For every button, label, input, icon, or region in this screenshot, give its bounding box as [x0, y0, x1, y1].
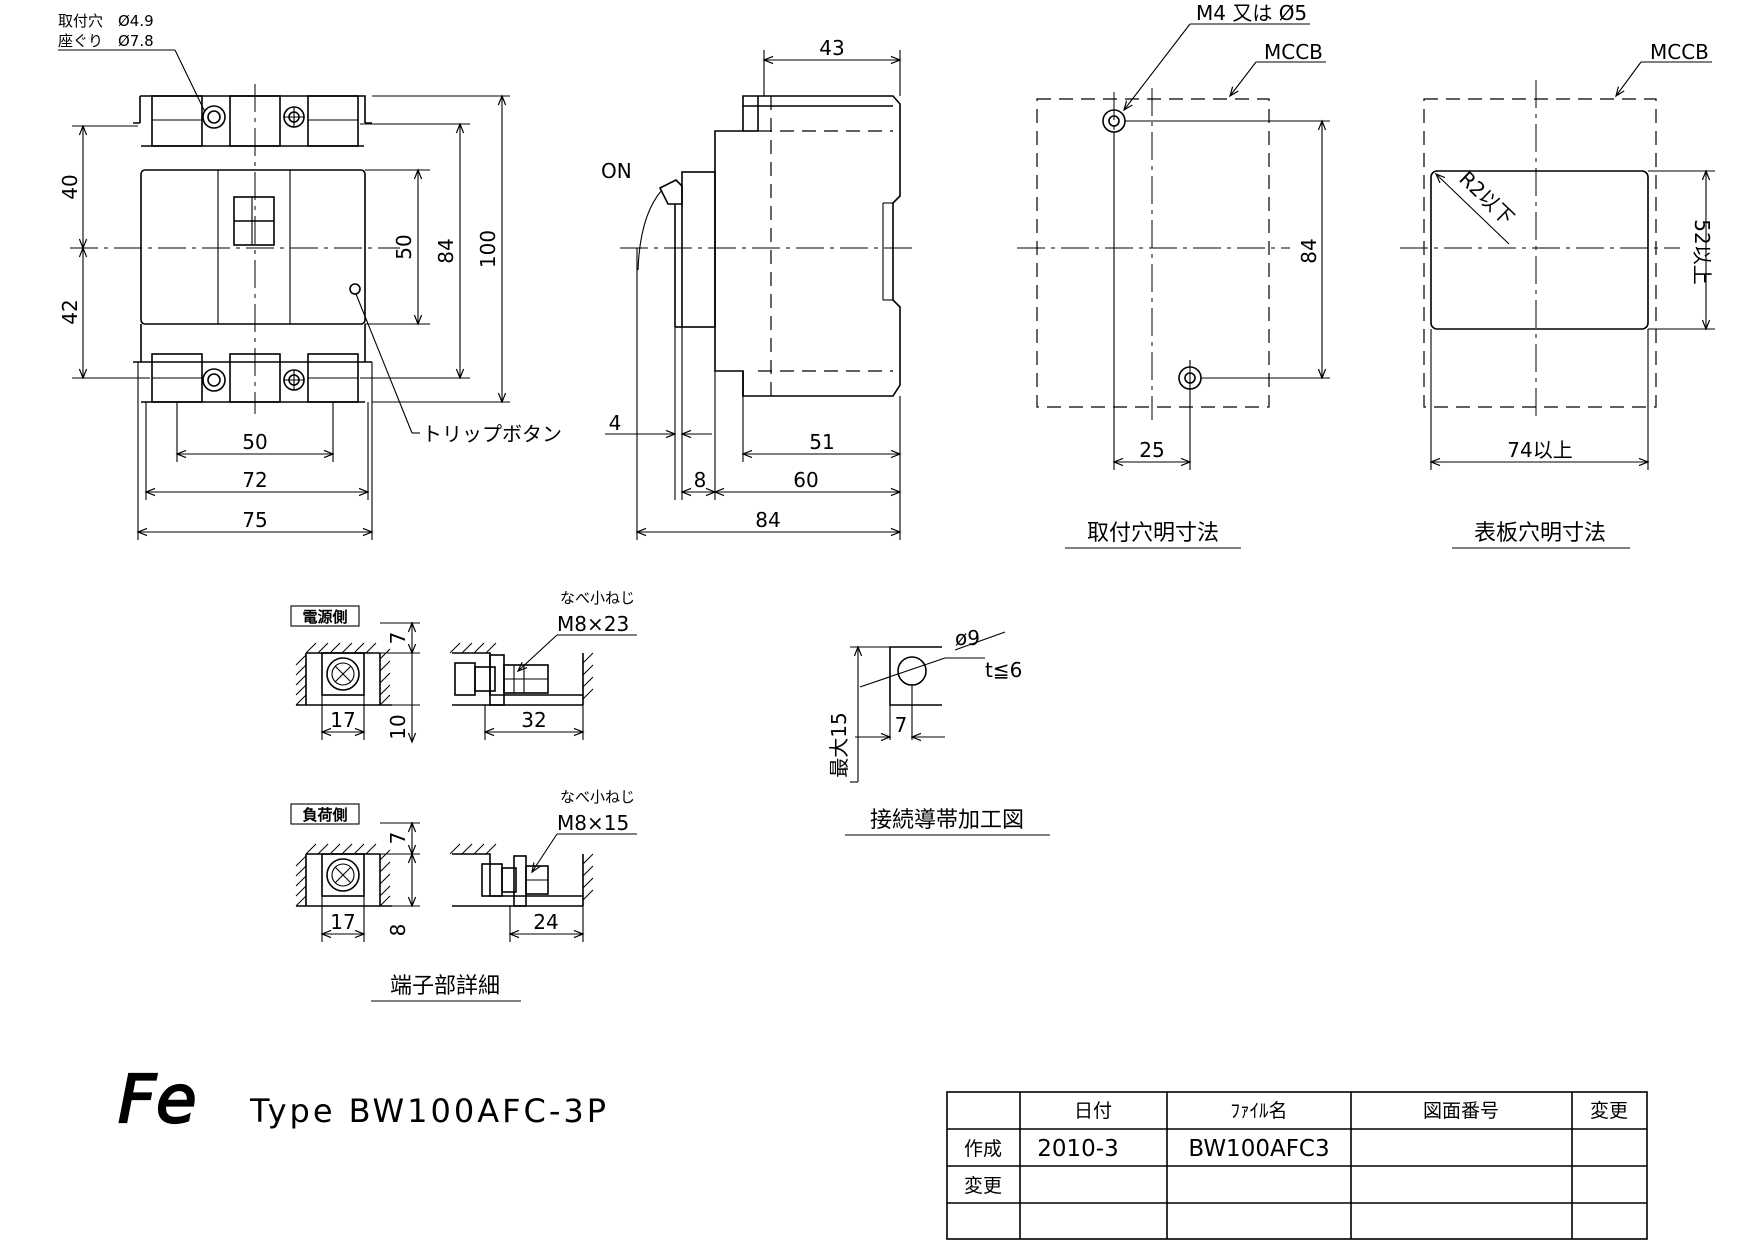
load-dim-24: 24: [533, 910, 558, 934]
dim-60: 60: [793, 468, 818, 492]
screw-note: M4 又は Ø5: [1196, 1, 1307, 25]
terminal-caption: 端子部詳細: [390, 974, 500, 999]
busbar-dim-7: 7: [895, 713, 908, 737]
supply-dim-32: 32: [521, 708, 546, 732]
dim-75: 75: [242, 508, 267, 532]
supply-dim-10: 10: [386, 714, 410, 739]
dim-8: 8: [694, 468, 707, 492]
load-dim-7: 7: [386, 832, 410, 845]
dim-100: 100: [476, 230, 500, 268]
file-name: BW100AFC3: [1188, 1136, 1329, 1162]
mounting-hole-view: M4 又は Ø5 MCCB 84 25 取付穴明寸法: [1017, 1, 1330, 549]
mounting-hole-caption: 取付穴明寸法: [1087, 521, 1219, 546]
dim-84-vertical: 84: [434, 238, 458, 263]
dim-50-horizontal: 50: [242, 430, 267, 454]
side-view: ON 43 4 51 8 60: [601, 36, 912, 540]
supply-dim-17: 17: [330, 708, 355, 732]
dim-40: 40: [58, 174, 82, 199]
logo-text: Fe: [118, 1061, 197, 1138]
busbar-phi-9: ø9: [955, 626, 980, 650]
busbar-thickness: t≦6: [985, 658, 1022, 682]
dim-4: 4: [609, 411, 622, 435]
supply-side-label: 電源側: [302, 608, 347, 626]
dim-50-vertical: 50: [392, 234, 416, 259]
trip-button-label: トリップボタン: [422, 422, 562, 446]
dim-43: 43: [819, 36, 844, 60]
drawing-title: Type BW100AFC-3P: [249, 1092, 609, 1130]
screw-type-supply: なべ小ねじ: [560, 589, 635, 607]
load-dim-8: 8: [386, 924, 410, 937]
mccb-label-panel: MCCB: [1650, 40, 1709, 64]
row-changed: 変更: [964, 1175, 1002, 1197]
counterbore-note: 座ぐり Ø7.8: [58, 32, 154, 50]
terminal-detail-load: 負荷側 7 8 17 なべ小ねじ M8×15 24: [290, 788, 637, 1002]
busbar-max-15: 最大15: [827, 712, 851, 777]
panel-cutout-caption: 表板穴明寸法: [1474, 521, 1606, 546]
header-drawing-no: 図面番号: [1423, 1100, 1499, 1122]
corner-radius-label: R2以下: [1455, 166, 1520, 230]
mounting-hole-note: 取付穴 Ø4.9: [58, 12, 154, 30]
header-filename: ﾌｧｲﾙ名: [1230, 1100, 1287, 1122]
title-block: 日付 ﾌｧｲﾙ名 図面番号 変更 作成 変更 2010-3 BW100AFC3: [946, 1091, 1648, 1240]
load-side-label: 負荷側: [302, 806, 347, 824]
dim-25: 25: [1139, 438, 1164, 462]
panel-cutout-view: MCCB R2以下 52以上 74以上 表板穴明寸法: [1400, 40, 1715, 549]
fuji-electric-logo: Fe: [117, 1060, 198, 1139]
header-revision: 変更: [1590, 1100, 1628, 1122]
header-date: 日付: [1074, 1100, 1112, 1122]
load-dim-17: 17: [330, 910, 355, 934]
dim-84-mount: 84: [1297, 238, 1321, 263]
row-created: 作成: [964, 1138, 1002, 1160]
load-screw-spec: M8×15: [557, 811, 629, 835]
dim-84-side: 84: [755, 508, 780, 532]
supply-screw-spec: M8×23: [557, 612, 629, 636]
dim-52-min: 52以上: [1690, 219, 1714, 284]
mccb-label-mount: MCCB: [1264, 40, 1323, 64]
busbar-detail: 最大15 ø9 t≦6 7 接続導帯加工図: [827, 626, 1050, 836]
dim-42: 42: [58, 299, 82, 324]
front-view: 取付穴 Ø4.9 座ぐり Ø7.8: [58, 12, 562, 540]
terminal-detail-supply: 電源側 7 10 17 なべ小ねじ M8×23: [290, 589, 637, 744]
supply-dim-7: 7: [386, 632, 410, 645]
busbar-caption: 接続導帯加工図: [870, 808, 1024, 833]
dim-72: 72: [242, 468, 267, 492]
dim-51: 51: [809, 430, 834, 454]
on-label: ON: [601, 159, 632, 183]
screw-type-load: なべ小ねじ: [560, 788, 635, 806]
created-date: 2010-3: [1037, 1136, 1118, 1162]
dim-74-min: 74以上: [1507, 438, 1572, 462]
